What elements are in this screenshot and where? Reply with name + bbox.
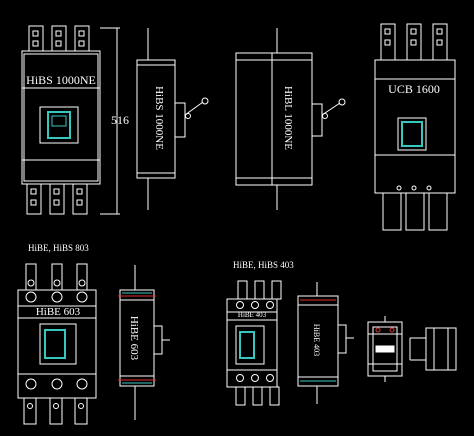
- motor-operator-side-view: [409, 327, 457, 371]
- breaker-body: [21, 50, 101, 185]
- hibl-1000ne-side-view: [235, 28, 346, 210]
- toggle-handle: [47, 111, 71, 139]
- hibs-1000ne-front-view: [21, 25, 120, 215]
- hibe-603-front-title: HiBE 603: [36, 306, 81, 318]
- hibe-403-front-view: [226, 280, 282, 406]
- hibe-403-front-title: HiBE 403: [238, 311, 267, 319]
- bottom-terminals: [26, 183, 88, 215]
- hibs-front-title: HiBS 1000NE: [26, 73, 96, 87]
- hibe-small-caption: HiBE, HiBS 403: [233, 260, 294, 270]
- hibl-side-label: HiBL 1000NE: [282, 86, 294, 150]
- hibe-403-side-label: HiBE 403: [312, 324, 321, 356]
- hibs-1000ne-side-view: [136, 28, 209, 210]
- breaker-window: [39, 106, 79, 144]
- ucb-1600-front-view: [374, 23, 456, 231]
- hibe-403-side-view: [297, 282, 354, 404]
- hibs-dimension-label: 516: [111, 113, 129, 127]
- hibs-side-label: HiBS 1000NE: [153, 86, 165, 150]
- top-terminals: [28, 25, 90, 52]
- small-breaker-front-view: [367, 316, 403, 382]
- hibe-603-side-view: [118, 265, 170, 420]
- hibe-603-side-label: HiBE 603: [128, 316, 140, 361]
- hibe-603-front-view: [17, 263, 97, 425]
- hibe-large-caption: HiBE, HiBS 803: [28, 243, 89, 253]
- dimension-line: [100, 27, 120, 215]
- ucb-front-title: UCB 1600: [388, 82, 440, 96]
